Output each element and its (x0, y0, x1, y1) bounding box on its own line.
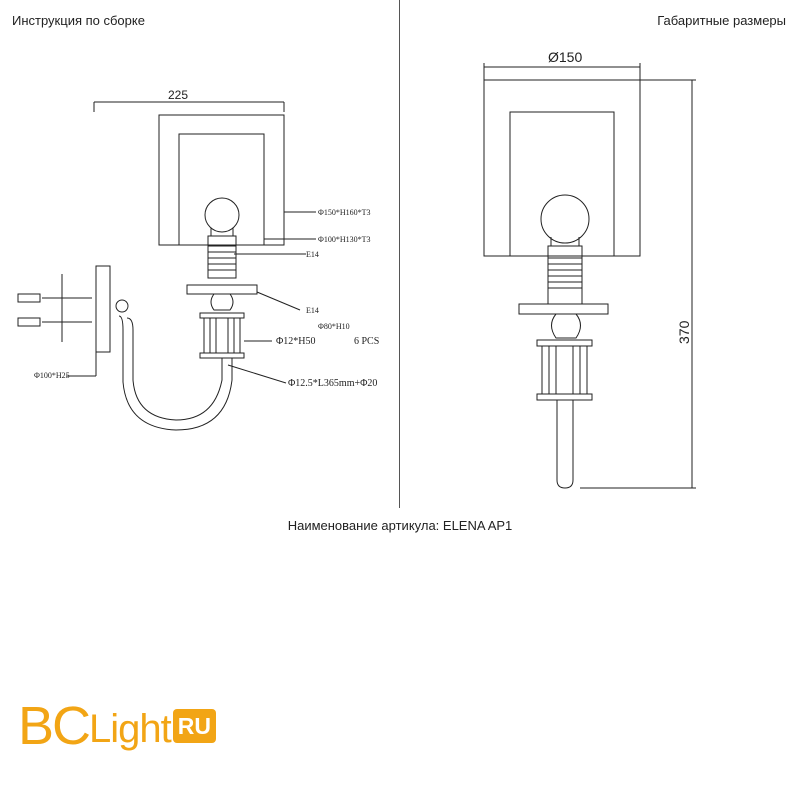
arm (126, 317, 223, 421)
assembly-instructions-title: Инструкция по сборке (12, 13, 145, 28)
dimensions-title: Габаритные размеры (657, 13, 786, 28)
height-dimension: 370 (676, 320, 692, 344)
inner-shade (178, 133, 265, 246)
inner-shade-label: Φ100*H130*T3 (318, 235, 371, 244)
cup-label: Φ80*H10 (318, 322, 350, 331)
arm-label: Φ12.5*L365mm+Φ20 (288, 378, 377, 389)
wall-plate (95, 265, 111, 353)
width-dimension: 225 (168, 88, 188, 102)
logo-bc: BC (18, 696, 91, 756)
socket-label-top: E14 (306, 250, 319, 259)
rod-qty-label: 6 PCS (354, 336, 379, 347)
outer-shade (483, 79, 641, 257)
outer-shade-label: Φ150*H160*T3 (318, 208, 371, 217)
logo-light: Light (89, 707, 172, 751)
article-name: Наименование артикула: ELENA AP1 (287, 518, 513, 533)
wall-plate-label: Φ100*H25 (34, 371, 70, 380)
bulb-icon (204, 197, 240, 233)
section-divider (399, 0, 400, 508)
rod-label: Φ12*H50 (276, 336, 316, 347)
inner-shade (509, 111, 615, 257)
socket-label-bottom: E14 (306, 306, 319, 315)
bulb-icon (540, 194, 590, 244)
logo-ru-badge: RU (172, 709, 216, 743)
diameter-dimension: Ø150 (548, 49, 582, 65)
